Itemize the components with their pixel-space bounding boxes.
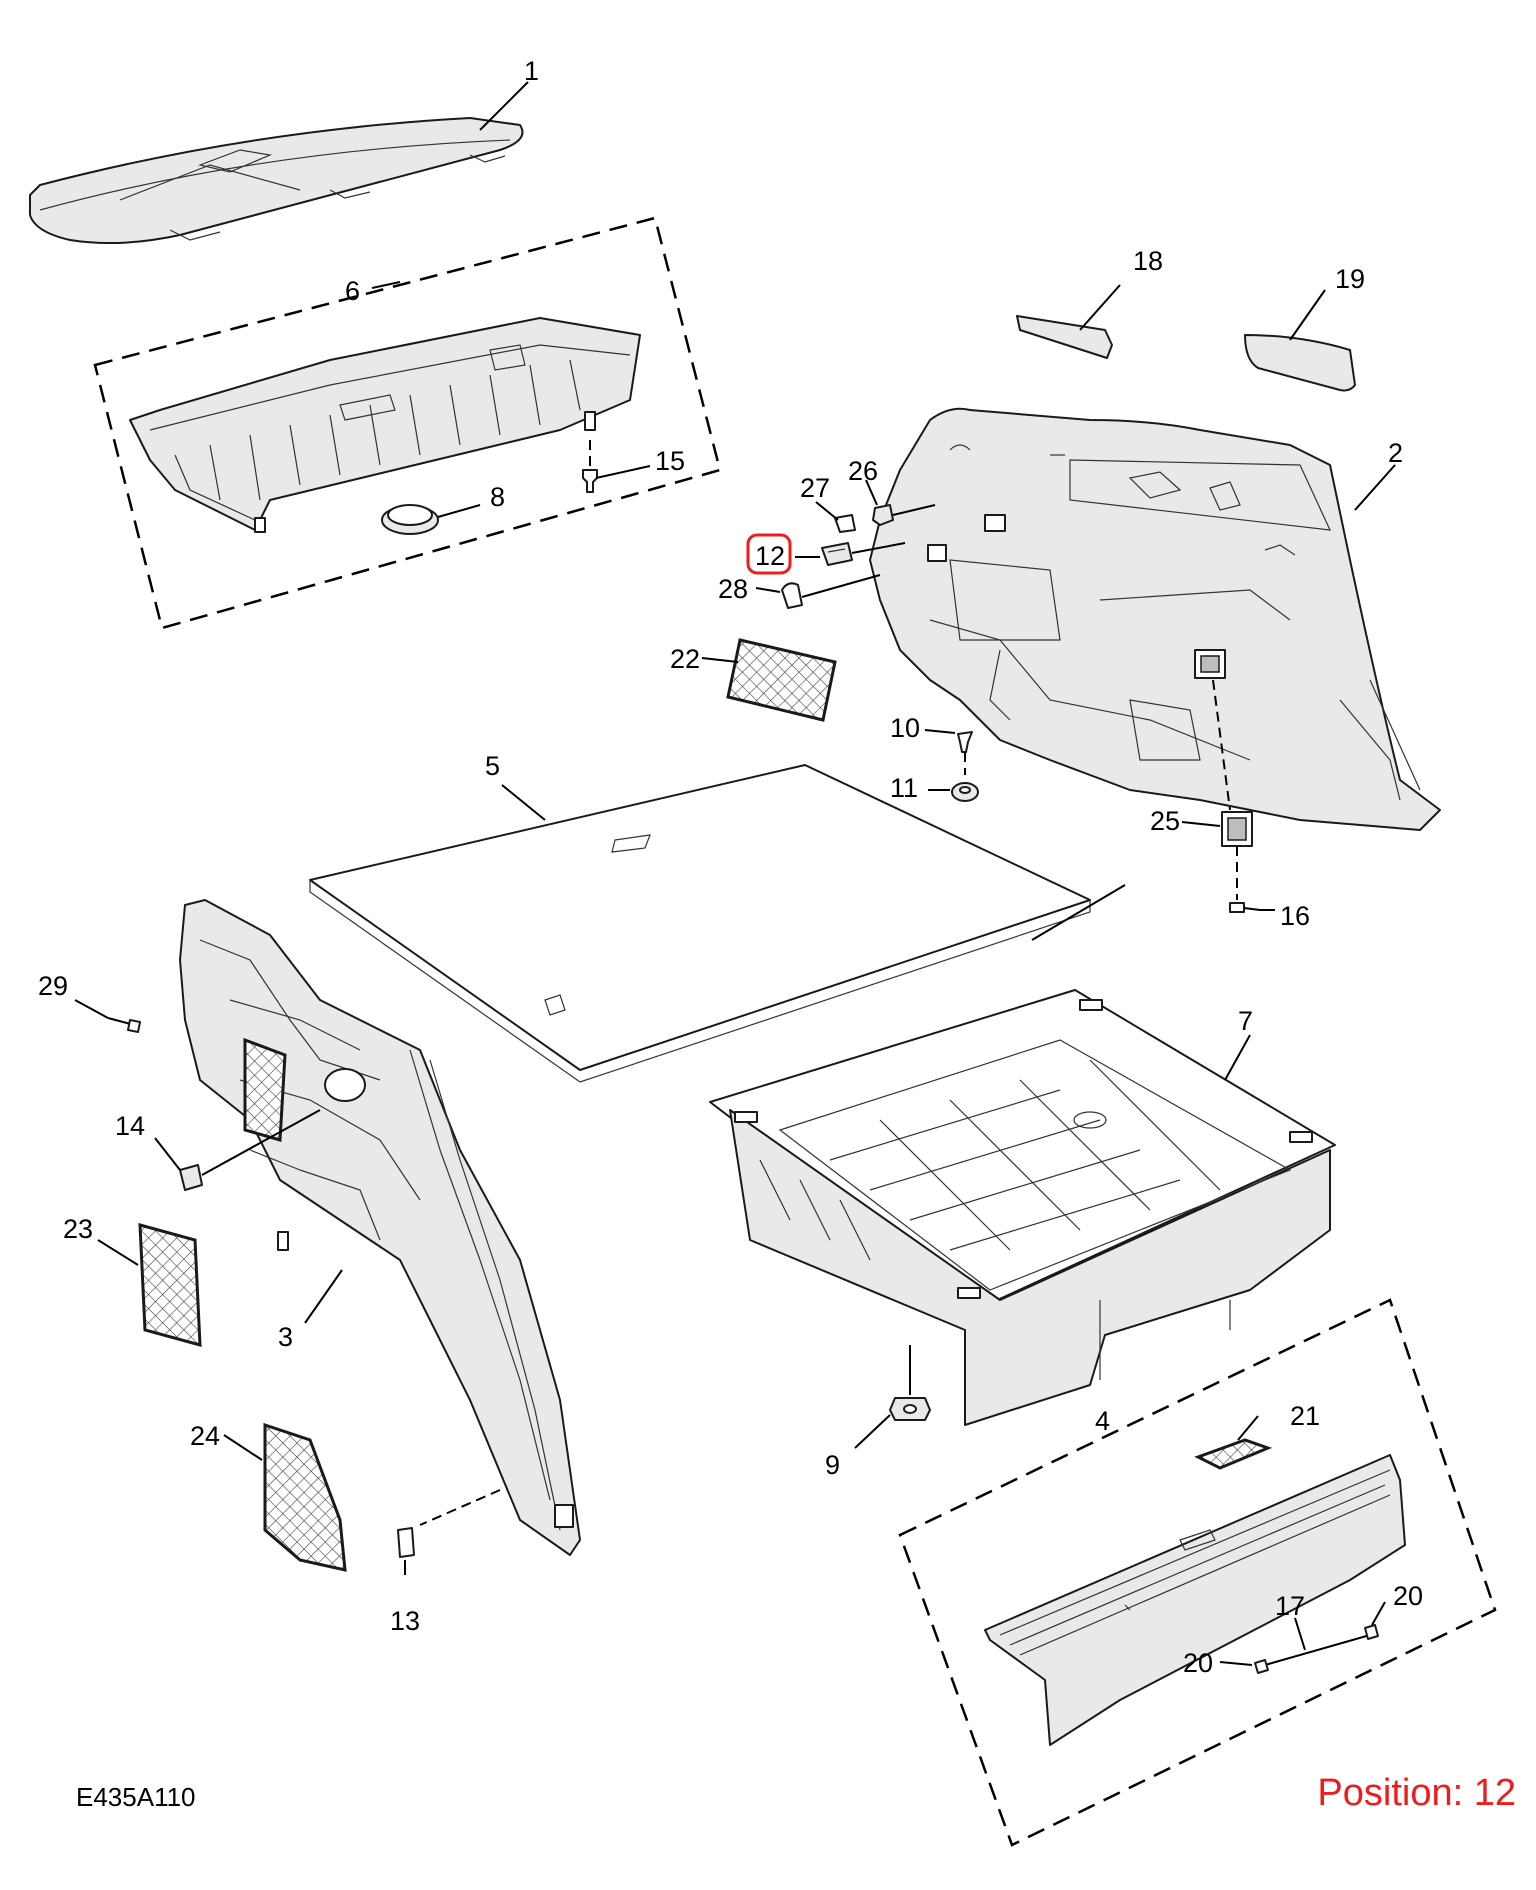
callout-27: 27: [800, 473, 830, 503]
callout-24: 24: [190, 1421, 220, 1451]
part-17-cable: [1264, 1634, 1371, 1666]
part-29-screw: [107, 1017, 141, 1033]
part-5-floor-panel: [309, 764, 1091, 1083]
part-6-storage-tray: [93, 216, 722, 630]
callout-18: 18: [1133, 246, 1163, 276]
part-25-socket: [1212, 679, 1253, 847]
callout-11: 11: [890, 773, 918, 803]
part-22-mesh-panel: [726, 638, 837, 722]
callout-labels: 1 2 3 4 5 6 7 8 9 10 11 12 13 14 15 16 1…: [38, 56, 1423, 1678]
callout-6: 6: [345, 276, 360, 306]
callout-15: 15: [655, 446, 685, 476]
callout-14: 14: [115, 1111, 145, 1141]
callout-10: 10: [890, 713, 920, 743]
part-14-clip: [179, 1109, 321, 1191]
diagram-code: E435A110: [76, 1782, 196, 1812]
callout-12: 12: [755, 541, 785, 571]
callout-7: 7: [1238, 1006, 1253, 1036]
part-15-bolt: [582, 440, 598, 493]
part-24-grille: [263, 1422, 347, 1572]
part-8-cap: [381, 504, 439, 535]
callout-29: 29: [38, 971, 68, 1001]
part-12-clip: [821, 542, 906, 566]
callout-21: 21: [1290, 1401, 1320, 1431]
callout-20a: 20: [1183, 1648, 1213, 1678]
position-label: Position: 12: [1317, 1772, 1516, 1814]
part-20-clip-a: [1254, 1659, 1269, 1674]
callout-17: 17: [1275, 1591, 1305, 1621]
part-3-left-trim: [179, 899, 581, 1556]
part-20-clip-b: [1364, 1624, 1379, 1640]
part-21-grille: [1194, 1438, 1273, 1470]
callout-25: 25: [1150, 806, 1180, 836]
callout-23: 23: [63, 1214, 93, 1244]
part-7-storage-tub: [709, 989, 1336, 1426]
callout-leaders: [74, 81, 1396, 1666]
part-4-group: [898, 1298, 1497, 1847]
part-9-nut: [889, 1345, 931, 1421]
part-11-nut: [951, 782, 979, 802]
part-23-grille: [138, 1223, 202, 1347]
highlight-box: [746, 533, 792, 575]
callout-8: 8: [490, 482, 505, 512]
part-26-clip: [872, 504, 936, 526]
part-10-bolt: [957, 731, 973, 775]
callout-3: 3: [278, 1322, 293, 1352]
callout-9: 9: [825, 1450, 840, 1480]
callout-26: 26: [848, 456, 878, 486]
callout-4: 4: [1095, 1406, 1110, 1436]
callout-28: 28: [718, 574, 748, 604]
part-19-trim-strip: [1244, 334, 1356, 392]
part-2-side-trim-panel: [869, 407, 1441, 831]
part-1-cover: [29, 117, 524, 245]
callout-1: 1: [524, 56, 539, 86]
part-18-trim-strip: [1016, 315, 1113, 359]
part-13-clip: [397, 1489, 501, 1558]
part-27-clip: [834, 514, 856, 533]
part-28-clip: [781, 574, 881, 609]
callout-22: 22: [670, 644, 700, 674]
callout-19: 19: [1335, 264, 1365, 294]
callout-20b: 20: [1393, 1581, 1423, 1611]
callout-13: 13: [390, 1606, 420, 1636]
callout-2: 2: [1388, 438, 1403, 468]
callout-16: 16: [1280, 901, 1310, 931]
callout-5: 5: [485, 751, 500, 781]
part-16-bolt: [1229, 846, 1261, 913]
